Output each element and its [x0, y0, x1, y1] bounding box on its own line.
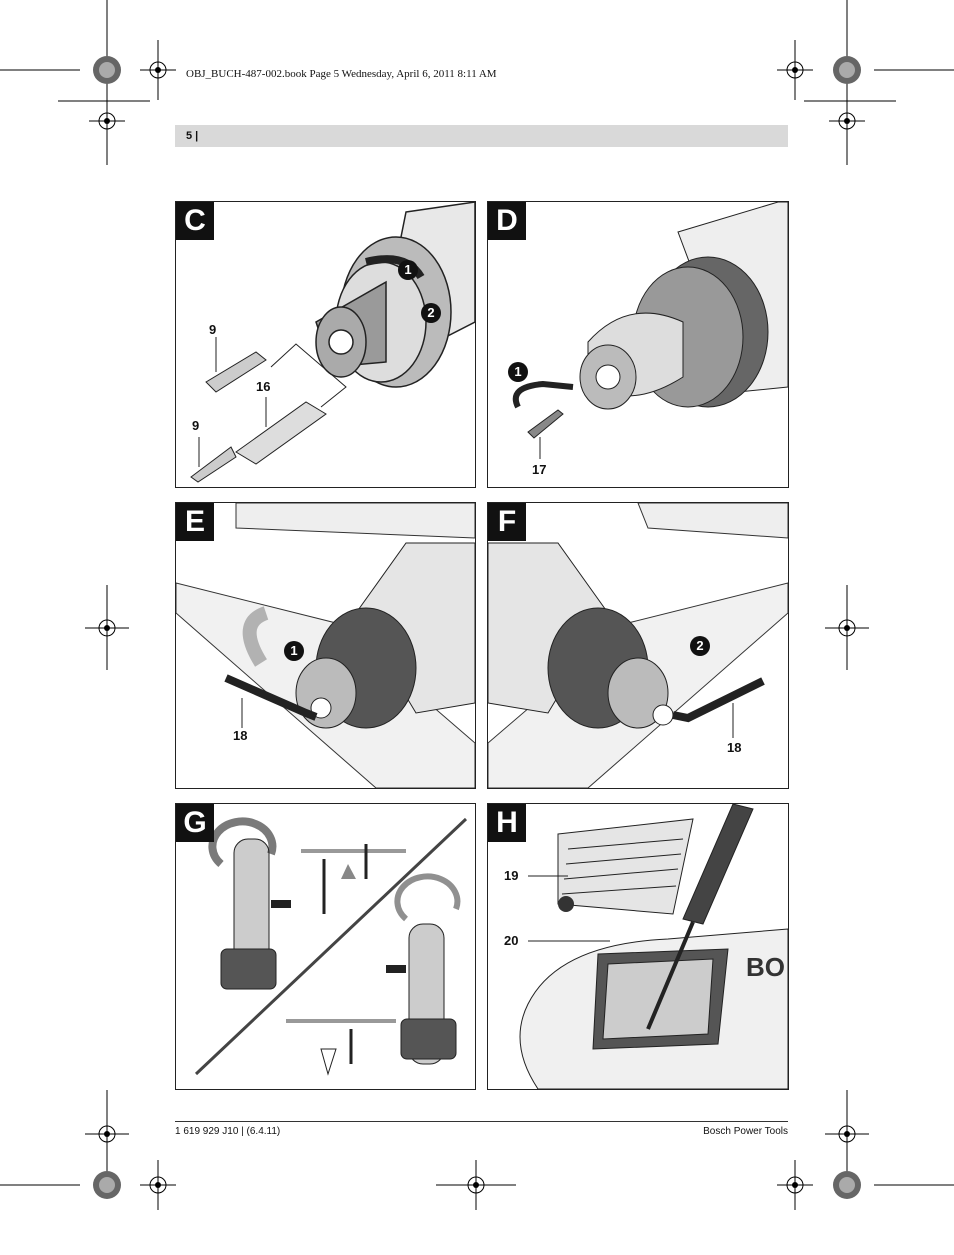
label-bit-bottom: 9: [192, 418, 200, 433]
figure-letter: H: [488, 804, 526, 842]
page-number: 5 |: [186, 130, 199, 142]
figure-letter: G: [176, 804, 214, 842]
step-2-badge: 2: [421, 303, 441, 323]
print-info-line: OBJ_BUCH-487-002.book Page 5 Wednesday, …: [186, 68, 497, 80]
figure-d: D 1 17: [487, 201, 789, 488]
step-1-badge: 1: [508, 362, 528, 382]
label-battery: 19: [504, 868, 519, 883]
figure-letter: C: [176, 202, 214, 240]
figure-f-drawing: [488, 503, 788, 788]
figure-h-drawing: [519, 804, 788, 1089]
label-bit-holder: 16: [256, 379, 271, 394]
figure-c-drawing: [190, 202, 475, 483]
figure-c: C 9 16 9 1 2: [175, 201, 476, 488]
figure-letter: E: [176, 503, 214, 541]
step-1-badge: 1: [284, 641, 304, 661]
label-switch: 20: [504, 933, 519, 948]
figure-letter: F: [488, 503, 526, 541]
label-chuck-key: 18: [233, 728, 248, 743]
footer-rule: [175, 1121, 788, 1122]
figure-e: E 1 18: [175, 502, 476, 789]
housing-brand-text: BO: [746, 952, 785, 982]
figure-letter: D: [488, 202, 526, 240]
label-bit-top: 9: [209, 322, 217, 337]
figure-e-drawing: [176, 503, 475, 788]
figure-d-drawing: [512, 202, 788, 459]
figure-f: F 2 18: [487, 502, 789, 789]
step-1-badge: 1: [398, 260, 418, 280]
label-chuck-key: 18: [727, 740, 742, 755]
footer-doc-number: 1 619 929 J10 | (6.4.11): [175, 1126, 281, 1137]
step-2-badge: 2: [690, 636, 710, 656]
figure-h: H 19 20 BO: [487, 803, 789, 1090]
header-bar: [175, 125, 788, 147]
label-screw: 17: [532, 462, 547, 477]
figure-g: G: [175, 803, 476, 1090]
footer-brand: Bosch Power Tools: [703, 1126, 788, 1137]
figure-g-drawing: [194, 817, 468, 1076]
